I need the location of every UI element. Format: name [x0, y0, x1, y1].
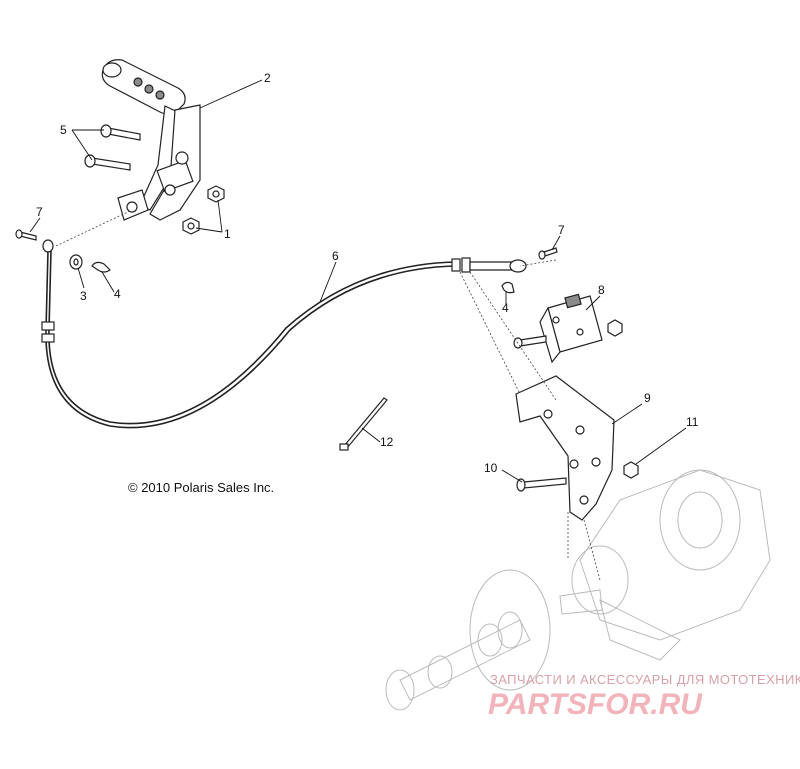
callout-2: 2 — [264, 71, 271, 85]
gearcase-drivetrain — [385, 469, 771, 711]
pin-7-right — [538, 247, 558, 260]
watermark-logo: PARTSFOR.RU — [488, 688, 703, 721]
nut-set-1 — [182, 185, 225, 235]
callout-3: 3 — [80, 289, 87, 303]
callout-10: 10 — [484, 461, 498, 475]
brake-lever-assembly — [101, 59, 201, 221]
nut-11 — [623, 461, 639, 479]
callout-labels: 1 2 3 4 4 5 6 7 7 8 9 10 11 12 — [36, 71, 699, 475]
bolt-10 — [516, 477, 567, 492]
assembly-lines — [55, 209, 601, 581]
mounting-bracket-9 — [515, 375, 615, 521]
brake-cable-6 — [41, 239, 527, 429]
watermark: ЗАПЧАСТИ И АКСЕССУАРЫ ДЛЯ МОТОТЕХНИКИ PA… — [488, 672, 800, 721]
copyright-text: © 2010 Polaris Sales Inc. — [128, 480, 274, 495]
callout-9: 9 — [644, 391, 651, 405]
watermark-tagline: ЗАПЧАСТИ И АКСЕССУАРЫ ДЛЯ МОТОТЕХНИКИ — [490, 672, 800, 687]
callout-6: 6 — [332, 249, 339, 263]
callout-8: 8 — [598, 283, 605, 297]
callout-11: 11 — [686, 415, 699, 429]
washer-3 — [69, 254, 83, 270]
pin-7-left — [15, 229, 37, 241]
callout-1: 1 — [224, 227, 231, 241]
callout-7-right: 7 — [558, 223, 565, 237]
clip-4-right — [501, 281, 515, 294]
bolt-set-5 — [84, 124, 141, 171]
brake-caliper-8 — [513, 293, 623, 364]
callout-12: 12 — [380, 435, 394, 449]
callout-4-left: 4 — [114, 287, 121, 301]
callout-5: 5 — [60, 123, 67, 137]
callout-4-right: 4 — [502, 301, 509, 315]
clip-4-left — [91, 261, 111, 273]
callout-7-left: 7 — [36, 205, 43, 219]
cable-tie-12 — [339, 397, 388, 451]
callout-leaders — [29, 79, 687, 483]
